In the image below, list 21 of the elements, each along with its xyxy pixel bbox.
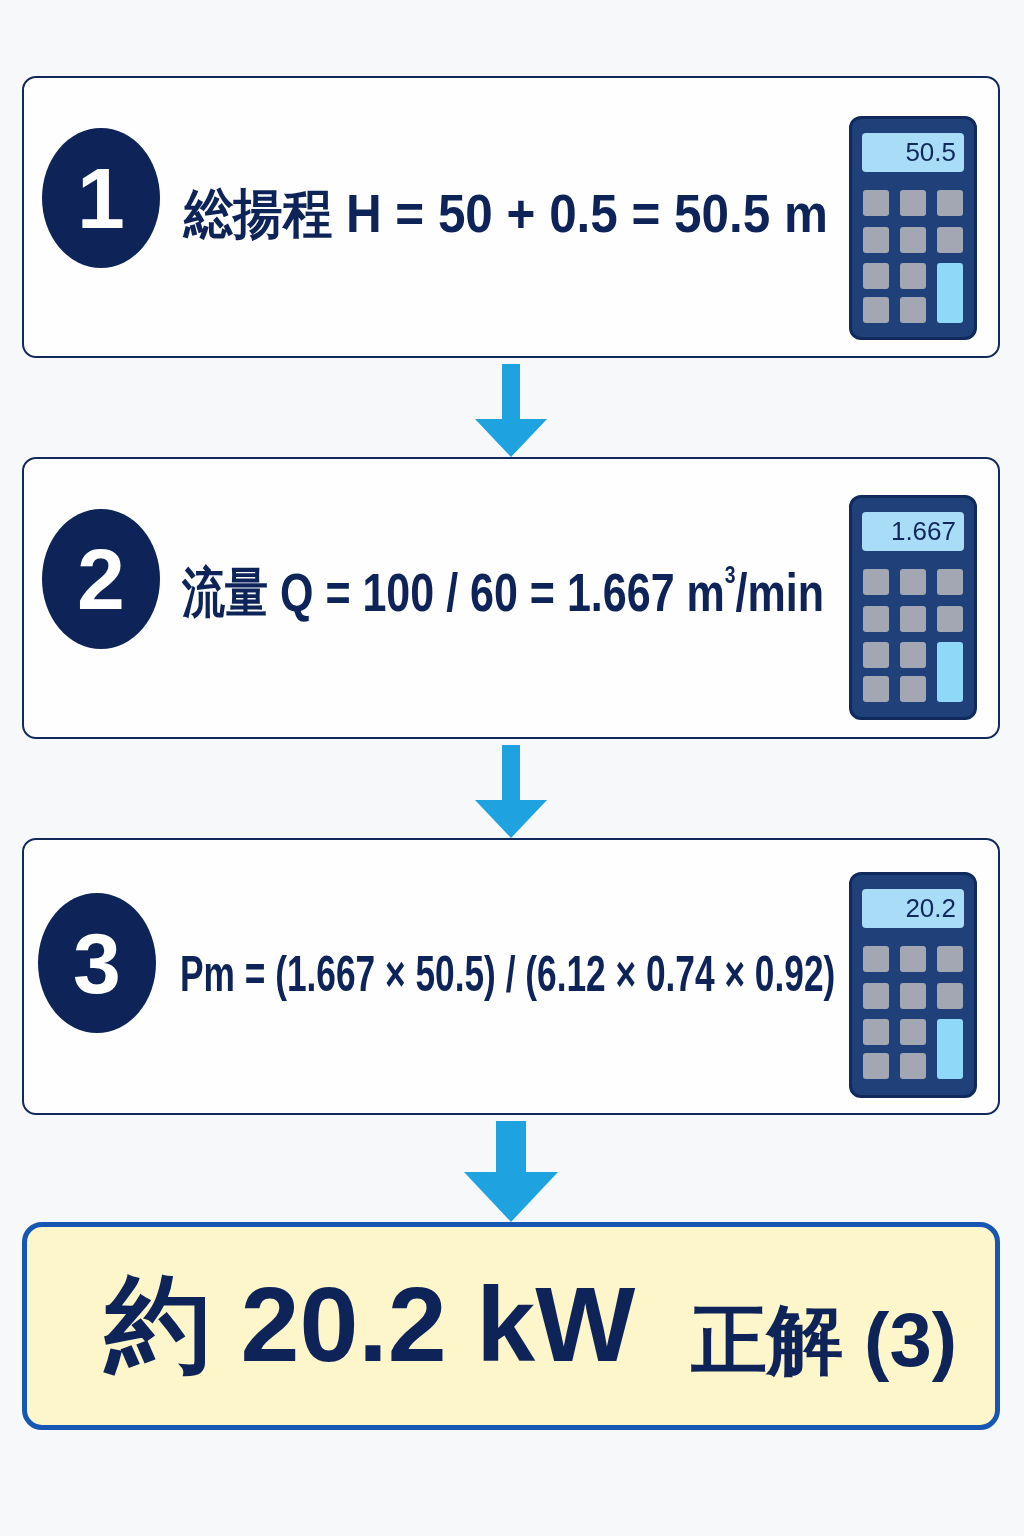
calculator [849,872,977,1098]
arrow [475,364,547,457]
calculator-display: 1.667 [862,512,964,551]
result-card [22,1222,1000,1430]
calculator [849,495,977,720]
arrow [464,1121,558,1222]
calculator [849,116,977,340]
calculator-display: 50.5 [862,133,964,172]
formula: 総揚程 H = 50 + 0.5 = 50.5 m [184,182,828,245]
step-card [22,457,1000,739]
step-card [22,76,1000,358]
answer-label: 正解 (3) [691,1295,957,1383]
arrow [475,745,547,838]
step-number: 3 [38,893,156,1033]
result-value: 約 20.2 kW [105,1264,636,1385]
step-number: 1 [42,128,160,268]
formula: Pm = (1.667 × 50.5) / (6.12 × 0.74 × 0.92) [180,946,836,1004]
formula: 流量 Q = 100 / 60 = 1.667 m$^{3}$/min [182,561,824,624]
calculator-display: 20.2 [862,889,964,928]
step-card [22,838,1000,1115]
step-number: 2 [42,509,160,649]
